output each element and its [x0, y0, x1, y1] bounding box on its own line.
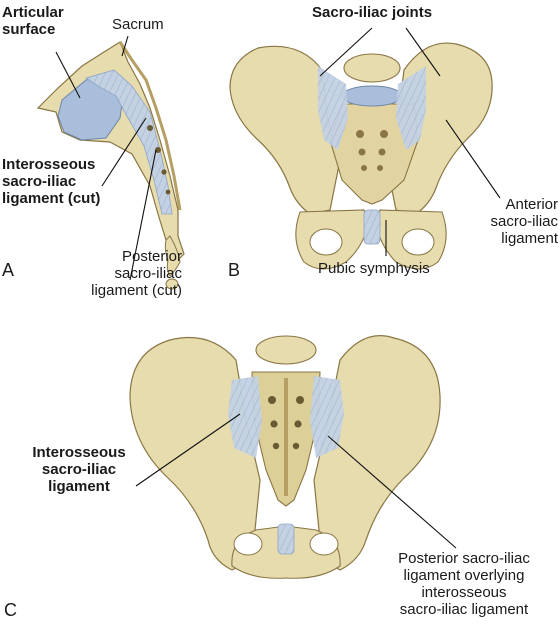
- left-posterior-ligament: [228, 376, 262, 458]
- leader-posterior-a: [129, 149, 157, 281]
- sacral-foramen: [292, 442, 300, 450]
- leader-interosseous-c: [135, 413, 241, 487]
- coccyx: [164, 235, 181, 277]
- sacral-foramen: [380, 130, 388, 138]
- panel-letter-c: C: [4, 600, 17, 620]
- right-ilium-posterior: [313, 335, 441, 571]
- leader-anterior-ligament: [445, 119, 501, 199]
- obturator-foramen-right: [401, 228, 435, 256]
- leader-articular-surface: [55, 51, 81, 99]
- sacral-foramen: [268, 396, 276, 404]
- sacral-foramen: [161, 169, 167, 175]
- obturator-foramen-left: [309, 228, 343, 256]
- label-sacrum: Sacrum: [112, 16, 164, 33]
- right-anterior-ligament: [396, 66, 426, 150]
- pubic-symphysis-disc: [363, 209, 381, 245]
- sacral-foramen: [377, 165, 383, 171]
- sacral-foramen: [378, 148, 386, 156]
- coccyx-segment: [165, 278, 179, 290]
- obturator-foramen-left-posterior: [233, 532, 263, 556]
- leader-lines: [55, 27, 501, 549]
- left-ilium: [229, 45, 341, 215]
- sacral-foramen: [155, 147, 161, 153]
- intervertebral-disc: [341, 85, 403, 107]
- leader-interosseous-a: [101, 117, 147, 187]
- panel-letter-a: A: [2, 260, 15, 280]
- leader-sacrum: [121, 35, 129, 57]
- label-anterior-sacroiliac-ligament: Anterior sacro-iliac ligament: [490, 196, 558, 247]
- sacral-foramen: [294, 420, 302, 428]
- leader-joint-left: [319, 27, 373, 77]
- leader-posterior-c: [327, 435, 457, 549]
- label-sacroiliac-joints: Sacro-iliac joints: [312, 4, 433, 21]
- label-interosseous-sacroiliac-ligament: Interosseous sacro-iliac ligament: [32, 444, 126, 495]
- sacral-foramen: [361, 165, 367, 171]
- sacral-foramen: [147, 125, 153, 131]
- panel-letter-b: B: [228, 260, 241, 280]
- obturator-foramen-right-posterior: [309, 532, 339, 556]
- lumbar-vertebra: [343, 53, 401, 83]
- label-interosseous-sacroiliac-ligament-cut: Interosseous sacro-iliac ligament (cut): [2, 156, 101, 207]
- sacral-foramen: [165, 189, 171, 195]
- sacral-foramen: [356, 130, 364, 138]
- right-posterior-ligament: [310, 376, 344, 458]
- sacral-foramen: [272, 442, 280, 450]
- panel-a-sacrum-illustration: [36, 41, 185, 290]
- panel-c-pelvis-illustration: [129, 335, 441, 579]
- left-ilium-posterior: [129, 336, 261, 571]
- pubic-symphysis-posterior: [277, 523, 295, 555]
- interosseous-ligament-cut: [85, 69, 173, 215]
- label-articular-surface: Articular surface: [2, 4, 64, 38]
- left-anterior-ligament: [318, 66, 348, 150]
- label-posterior-sacroiliac-ligament-cut: Posterior sacro-iliac ligament (cut): [91, 248, 182, 299]
- sacral-foramen: [270, 420, 278, 428]
- label-pubic-symphysis: Pubic symphysis: [318, 260, 430, 277]
- sacral-crest: [118, 41, 182, 211]
- lumbar-vertebra-posterior: [255, 335, 317, 365]
- sacral-foramen: [358, 148, 366, 156]
- leader-joint-right: [405, 27, 441, 77]
- label-posterior-sacroiliac-ligament-overlying: Posterior sacro-iliac ligament overlying…: [398, 550, 530, 618]
- sacral-foramen: [296, 396, 304, 404]
- panel-b-pelvis-illustration: [229, 42, 493, 270]
